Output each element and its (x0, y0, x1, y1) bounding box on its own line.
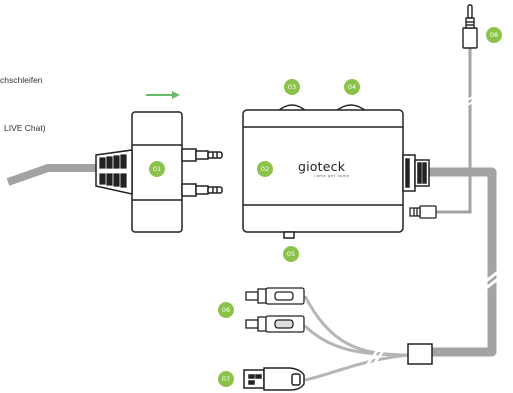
jack-cable (436, 48, 472, 214)
callout-badge-05: 05 (283, 246, 299, 262)
callout-badge-04: 04 (344, 79, 360, 95)
callout-badge-02: 02 (257, 161, 273, 177)
cable-joint (407, 343, 433, 365)
callout-badge-03: 03 (284, 79, 300, 95)
rca-connector-bottom (245, 315, 305, 333)
top-jack-connector (462, 4, 478, 49)
rca-connector-top (245, 287, 305, 305)
label-live-chat: LIVE Chat) (4, 123, 46, 133)
callout-badge-01: 01 (149, 161, 165, 177)
gioteck-logo: gioteck come get some (298, 159, 368, 181)
brand-name: gioteck (298, 159, 346, 174)
label-loop-through: chschleifen (0, 75, 43, 85)
side-jack-connector (409, 205, 437, 219)
main-box-02 (242, 104, 430, 239)
adapter-01 (95, 111, 223, 233)
usb-connector (243, 367, 305, 391)
cable-break-marks (480, 266, 504, 294)
grey-cable (425, 167, 497, 357)
callout-badge-06: 06 (218, 302, 234, 318)
jack-cable-break (459, 91, 481, 111)
left-cable (6, 164, 100, 186)
callout-badge-07: 07 (218, 371, 234, 387)
lower-cables (303, 295, 409, 382)
callout-badge-08: 08 (486, 27, 502, 43)
direction-arrow (146, 91, 180, 99)
lower-cable-break (360, 339, 393, 373)
brand-tagline: come get some (314, 174, 350, 178)
